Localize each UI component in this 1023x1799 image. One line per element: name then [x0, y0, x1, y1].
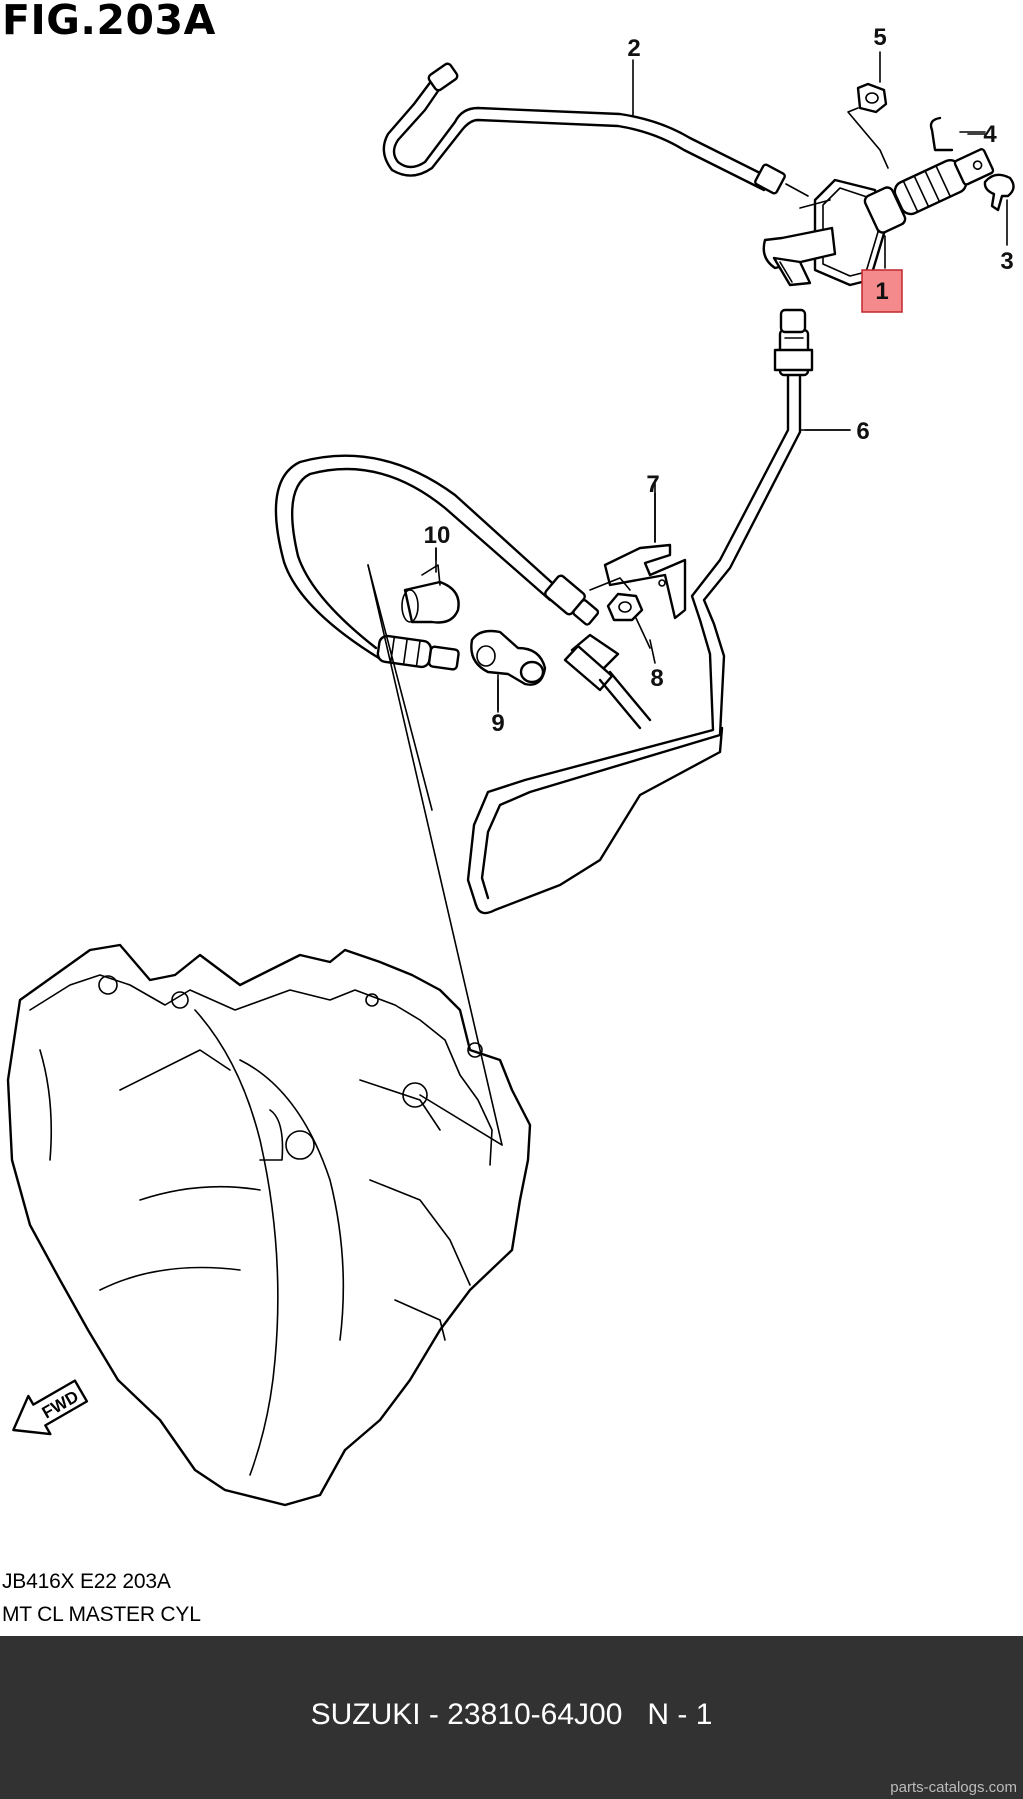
callout-5[interactable]: 5 — [873, 24, 886, 51]
figure-title: FIG.203A — [2, 0, 216, 44]
part-5-nut[interactable] — [847, 82, 889, 169]
callout-6[interactable]: 6 — [856, 418, 869, 445]
figure-name: MT CL MASTER CYL — [2, 1603, 201, 1626]
callout-2[interactable]: 2 — [627, 35, 640, 62]
callout-7[interactable]: 7 — [646, 471, 659, 498]
callout-3[interactable]: 3 — [1000, 248, 1013, 275]
callout-labels: 1 2 3 4 5 6 7 8 9 10 — [424, 24, 1014, 737]
part-9-union-joint[interactable] — [470, 629, 547, 711]
callout-10[interactable]: 10 — [424, 522, 451, 549]
part-1-master-cylinder[interactable] — [762, 145, 996, 287]
callout-4[interactable]: 4 — [983, 121, 997, 148]
parts-diagram: FWD 1 2 3 4 5 6 7 8 9 10 — [6, 24, 1015, 1507]
callout-leaders — [435, 51, 1008, 713]
watermark: parts-catalogs.com — [890, 1779, 1017, 1796]
footer-bar: SUZUKI - 23810-64J00 N - 1 parts-catalog… — [0, 1636, 1023, 1799]
transmission-housing — [6, 943, 532, 1507]
callout-9[interactable]: 9 — [491, 710, 504, 737]
part-4-clip[interactable] — [929, 116, 986, 152]
callout-1[interactable]: 1 — [875, 278, 888, 305]
part-6-pipe[interactable] — [466, 308, 851, 915]
fwd-arrow-icon: FWD — [12, 1379, 89, 1436]
part-8-nut[interactable] — [606, 592, 651, 649]
callout-8[interactable]: 8 — [650, 665, 663, 692]
part-2-reservoir-hose[interactable] — [382, 62, 809, 197]
clutch-flex-hose[interactable] — [274, 454, 652, 730]
part-3-clevis-pin[interactable] — [983, 173, 1015, 212]
figure-code: JB416X E22 203A — [2, 1570, 171, 1593]
part-number-label: SUZUKI - 23810-64J00 N - 1 — [310, 1698, 713, 1731]
location-leader-lines — [367, 564, 503, 1146]
callout-1-highlight — [861, 269, 903, 313]
part-10-grommet[interactable] — [401, 547, 460, 624]
